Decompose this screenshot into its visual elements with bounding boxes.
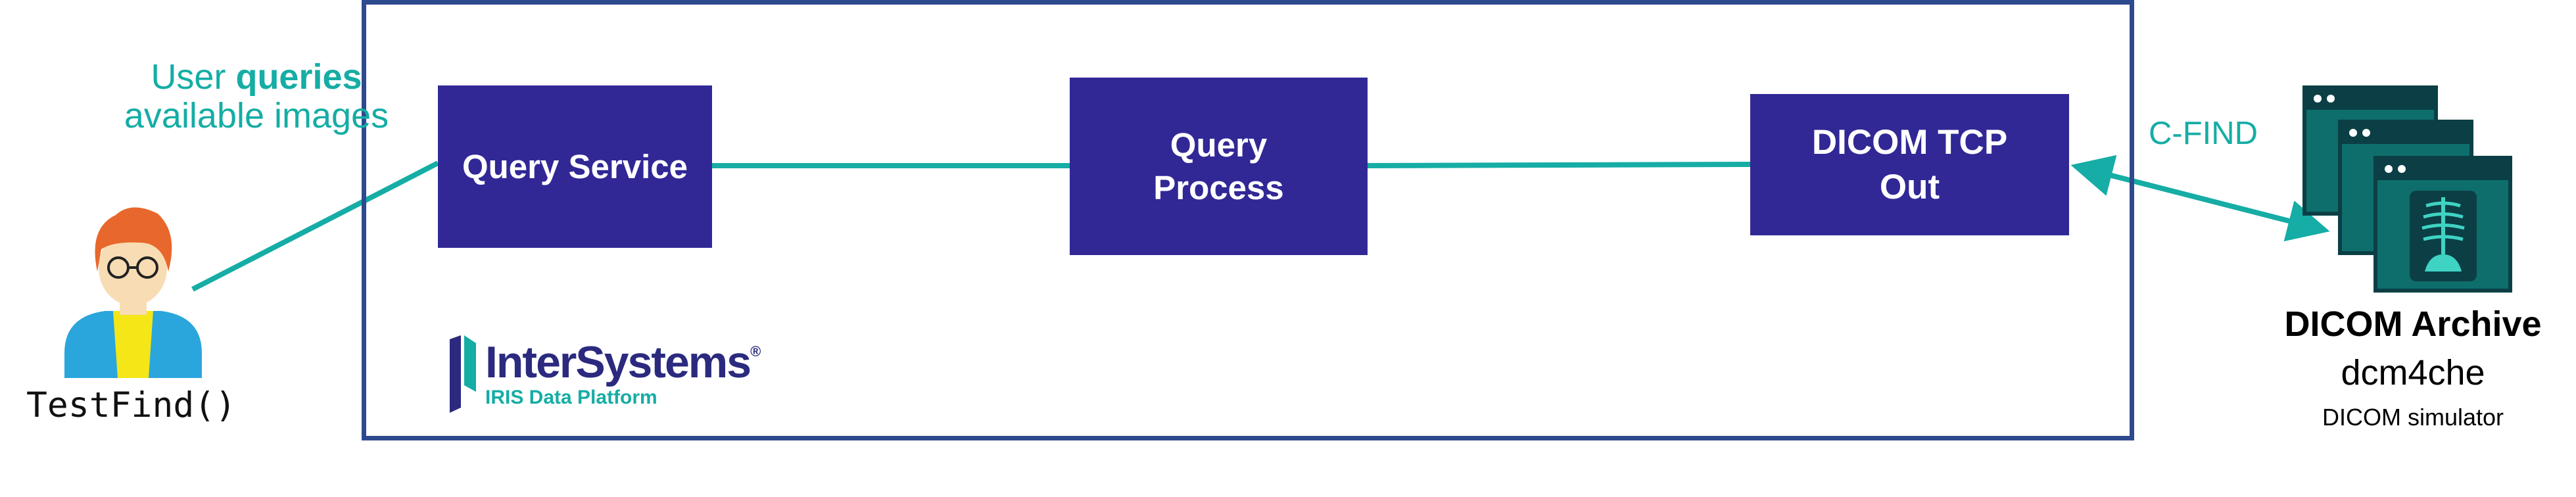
dicom-tcp-label-line1: DICOM TCP	[1811, 122, 2008, 162]
cfind-bidirectional-arrow	[2070, 154, 2330, 242]
test-function-label: TestFind()	[26, 385, 237, 425]
dicom-tcp-label-line2: Out	[1879, 167, 1940, 206]
query-service-node[interactable]: Query Service	[438, 85, 712, 248]
user-label-bold: queries	[235, 57, 362, 97]
intersystems-logo-icon	[450, 335, 476, 413]
cfind-label: C-FIND	[2149, 116, 2258, 151]
dicom-tcp-out-node[interactable]: DICOM TCP Out	[1750, 94, 2069, 235]
query-process-label-line2: Process	[1153, 169, 1284, 206]
user-label-prefix: User	[151, 57, 236, 97]
connector-query-process-to-dicom-tcp	[1367, 162, 1751, 168]
user-queries-label: User queries available images	[92, 57, 421, 136]
dicom-archive-subtitle: DICOM simulator	[2322, 404, 2504, 431]
logo-registered-mark: ®	[750, 343, 761, 360]
dicom-archive-name: dcm4che	[2341, 353, 2485, 392]
query-service-label: Query Service	[462, 147, 688, 185]
dicom-server-stack-icon	[2302, 85, 2512, 293]
user-label-line2: available images	[124, 96, 389, 136]
query-process-label-line1: Query	[1170, 126, 1268, 164]
logo-brand-name: InterSystems	[485, 337, 751, 387]
logo-brand-text: InterSystems®	[485, 337, 761, 388]
iris-platform-frame	[362, 0, 2134, 440]
dicom-archive-title: DICOM Archive	[2284, 304, 2542, 344]
user-avatar-icon	[64, 207, 202, 378]
logo-tagline: IRIS Data Platform	[485, 387, 657, 408]
query-process-node[interactable]: Query Process	[1070, 78, 1368, 255]
connector-user-to-query-service	[191, 160, 439, 292]
